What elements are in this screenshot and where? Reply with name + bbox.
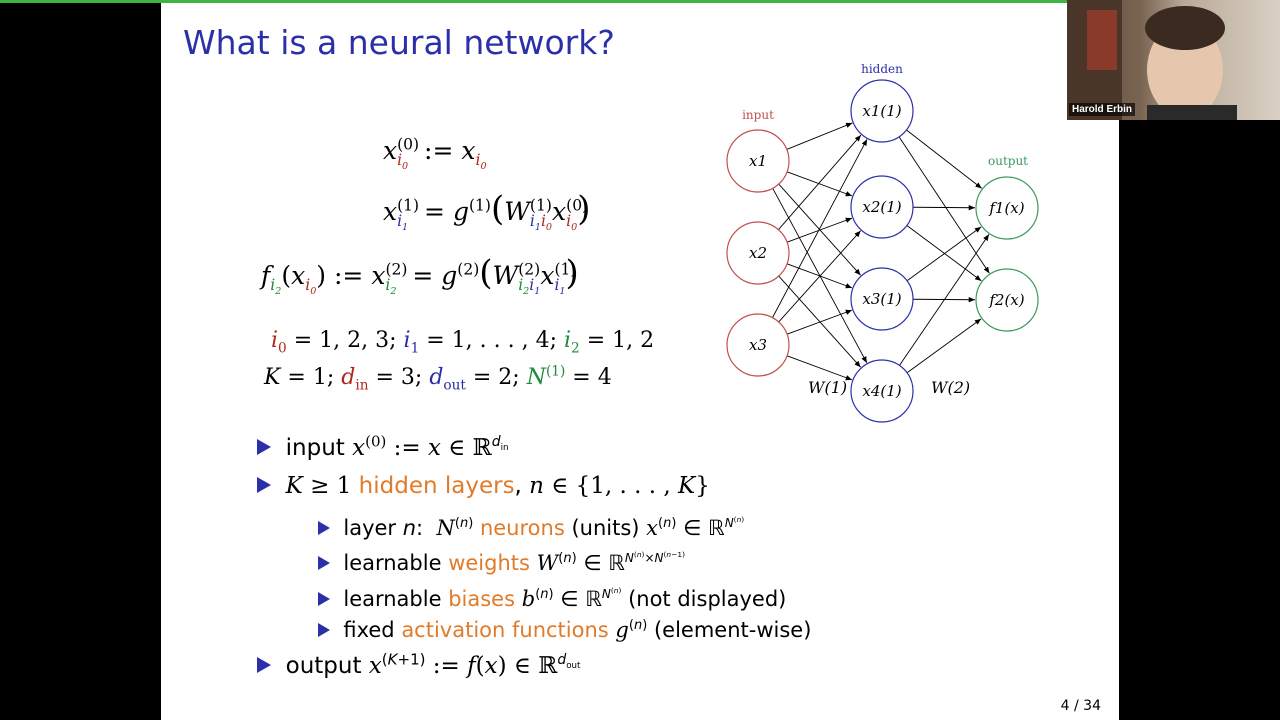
equation-output-layer: fi2(xi0) := x(2)i2 = g(2)(W(2)i2i1x(1)i1… — [261, 253, 579, 298]
edge-hidden-1-output-2 — [898, 136, 990, 274]
edge-input-2-hidden-1 — [778, 134, 862, 230]
participant-video[interactable]: Harold Erbin — [1067, 0, 1280, 120]
bullet-weights: learnable weights W(n) ∈ ℝN(n)×N(n−1) — [318, 551, 685, 575]
weight-label-1: W(1) — [808, 378, 847, 397]
bullet-hidden-layers: K ≥ 1 hidden layers, n ∈ {1, . . . , K} — [257, 473, 710, 499]
output-layer-label: output — [988, 154, 1028, 168]
edge-hidden-1-output-1 — [906, 129, 982, 189]
bullet-biases: learnable biases b(n) ∈ ℝN(n) (not displ… — [318, 587, 786, 611]
input-node-1: x1 — [726, 129, 790, 193]
edge-input-3-hidden-2 — [778, 230, 861, 323]
edge-input-3-hidden-1 — [772, 139, 868, 318]
hidden-node-3-label: x3(1) — [862, 290, 901, 308]
bullet-triangle-icon — [257, 477, 271, 493]
bullet-triangle-icon — [318, 556, 330, 570]
bullet-neurons: layer n: N(n) neurons (units) x(n) ∈ ℝN(… — [318, 516, 744, 540]
network-edges — [772, 122, 990, 381]
bullet-output: output x(K+1) := f(x) ∈ ℝdout — [257, 652, 580, 679]
input-node-3-label: x3 — [749, 336, 767, 354]
bullet-triangle-icon — [257, 657, 271, 673]
edge-input-3-hidden-3 — [786, 309, 853, 335]
edge-input-1-hidden-3 — [778, 183, 861, 276]
equation-input-def: x(0)i0 := xi0 — [383, 135, 487, 173]
hidden-node-4: x4(1) — [850, 359, 914, 423]
edge-hidden-2-output-2 — [906, 225, 982, 282]
participant-avatar — [1067, 0, 1237, 120]
edge-input-3-hidden-4 — [786, 355, 853, 381]
hidden-node-3: x3(1) — [850, 267, 914, 331]
input-node-1-label: x1 — [749, 152, 767, 170]
hidden-node-1-label: x1(1) — [862, 102, 901, 120]
edge-hidden-3-output-1 — [906, 226, 982, 282]
dimension-params: K = 1; din = 3; dout = 2; N(1) = 4 — [264, 363, 612, 394]
slide-title: What is a neural network? — [183, 23, 615, 62]
participant-name: Harold Erbin — [1069, 103, 1136, 116]
output-node-2: f2(x) — [975, 268, 1039, 332]
index-ranges: i0 = 1, 2, 3; i1 = 1, . . . , 4; i2 = 1,… — [271, 328, 655, 357]
hidden-layer-label: hidden — [861, 62, 903, 76]
presentation-slide: What is a neural network? x(0)i0 := xi0 … — [161, 3, 1119, 720]
hidden-node-4-label: x4(1) — [862, 382, 901, 400]
bullet-triangle-icon — [318, 592, 330, 606]
input-layer-label: input — [742, 108, 774, 122]
bullet-triangle-icon — [318, 521, 330, 535]
input-node-2-label: x2 — [749, 244, 767, 262]
weight-label-2: W(2) — [931, 378, 970, 397]
bullet-triangle-icon — [318, 623, 330, 637]
page-number: 4 / 34 — [1060, 698, 1101, 714]
hidden-node-2-label: x2(1) — [862, 198, 901, 216]
edge-input-2-hidden-2 — [786, 217, 853, 243]
input-node-3: x3 — [726, 313, 790, 377]
bullet-activation: fixed activation functions g(n) (element… — [318, 618, 811, 642]
bullet-input: input x(0) := x ∈ ℝdin — [257, 434, 509, 461]
edge-input-1-hidden-2 — [786, 171, 853, 197]
equation-hidden-layer: x(1)i1 = g(1)(W(1)i1i0x(0)i0) — [383, 189, 591, 234]
screen-share-border — [0, 0, 1280, 3]
edge-input-2-hidden-3 — [786, 263, 853, 289]
edge-input-2-hidden-4 — [778, 275, 861, 368]
output-node-1-label: f1(x) — [988, 199, 1024, 217]
neural-network-diagram: x1 x2 x3 x1(1) x2(1) x3(1) x4(1) f1(x) f2(x) inp… — [726, 62, 1039, 423]
bullet-triangle-icon — [257, 439, 271, 455]
output-node-2-label: f2(x) — [988, 291, 1024, 309]
edge-hidden-4-output-2 — [906, 318, 982, 374]
hidden-node-1: x1(1) — [850, 79, 914, 143]
output-node-1: f1(x) — [975, 176, 1039, 240]
input-node-2: x2 — [726, 221, 790, 285]
edge-hidden-4-output-1 — [899, 234, 990, 366]
edge-input-1-hidden-1 — [786, 122, 853, 150]
hidden-node-2: x2(1) — [850, 175, 914, 239]
